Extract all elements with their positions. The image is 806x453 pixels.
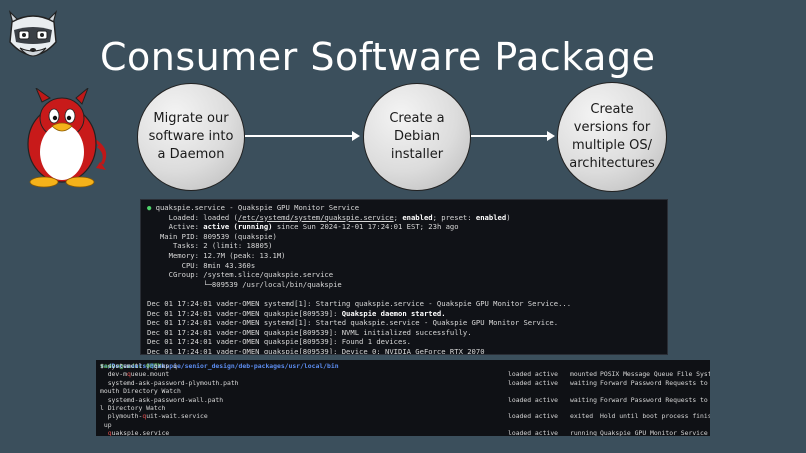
unit-sub: running — [570, 429, 597, 436]
log-line: Dec 01 17:24:01 vader-OMEN systemd[1]: S… — [147, 318, 559, 328]
unit-load: loaded active — [508, 412, 559, 421]
mainpid-line: Main PID: 809539 (quakspie) — [159, 231, 277, 241]
unit-unit: dev-mqueue.mount — [100, 370, 170, 379]
unit-unit: up — [100, 420, 112, 429]
unit-sub: waiting — [570, 395, 597, 404]
unit-load: loaded active — [508, 395, 559, 404]
cgroup-line: CGroup: /system.slice/quakspie.service — [168, 270, 334, 280]
unit-desc: Quakspie GPU Monitor Service — [600, 429, 708, 436]
unit-unit: systemd-ask-password-wall.path — [100, 395, 224, 404]
unit-unit: l Directory Watch — [100, 403, 166, 412]
service-header-line: ● quakspie.service - Quakspie GPU Monito… — [147, 203, 360, 212]
tasks-line: Tasks: 2 (limit: 18805) — [172, 241, 273, 251]
grep-terminal: vader@vader-OMEN:~/Documents/Quakspie/se… — [96, 360, 710, 436]
prompt-line: vader@vader-OMEN:~/Documents/Quakspie/se… — [100, 362, 339, 370]
step-multi-os-versions: Create versions for multiple OS/ archite… — [557, 82, 667, 192]
active-line: Active: active (running) since Sun 2024-… — [168, 222, 459, 232]
unit-unit: systemd-ask-password-plymouth.path — [100, 378, 239, 387]
log-line: Dec 01 17:24:01 vader-OMEN quakspie[8095… — [147, 308, 446, 318]
unit-row: mouth Directory Watch — [100, 387, 706, 395]
log-line: Dec 01 17:24:01 vader-OMEN quakspie[8095… — [147, 346, 485, 355]
unit-unit: mouth Directory Watch — [100, 387, 181, 396]
arrow-right-icon — [245, 131, 360, 141]
unit-unit: quakspie.service — [107, 429, 170, 436]
unit-desc: Forward Password Requests to Ply — [600, 378, 708, 387]
devil-penguin-icon — [27, 88, 107, 188]
log-line: Dec 01 17:24:01 vader-OMEN systemd[1]: S… — [147, 298, 572, 308]
log-line: Dec 01 17:24:01 vader-OMEN quakspie[8095… — [147, 337, 411, 347]
memory-line: Memory: 12.7M (peak: 13.1M) — [168, 250, 286, 260]
step-debian-installer: Create a Debian installer — [363, 83, 471, 191]
unit-sub: exited — [570, 412, 594, 421]
unit-load: loaded active — [508, 429, 559, 436]
unit-sub: mounted — [570, 370, 597, 379]
unit-row: l Directory Watch — [100, 404, 706, 412]
cpu-line: CPU: 8min 43.360s — [181, 260, 256, 270]
unit-load: loaded active — [508, 370, 559, 379]
service-status-terminal: ● quakspie.service - Quakspie GPU Monito… — [140, 199, 668, 355]
loaded-line: Loaded: loaded (/etc/systemd/system/quak… — [168, 212, 511, 222]
unit-load: loaded active — [508, 378, 559, 387]
unit-desc: POSIX Message Queue File System — [600, 370, 710, 379]
unit-unit: plymouth-quit-wait.service — [100, 412, 208, 421]
unit-row: plymouth-quit-wait.service loaded active e… — [100, 412, 710, 421]
unit-desc: Hold until boot process finishes — [600, 412, 710, 421]
raccoon-logo-icon — [8, 10, 58, 57]
unit-row: systemd-ask-password-plymouth.path loaded… — [100, 378, 708, 387]
log-line: Dec 01 17:24:01 vader-OMEN quakspie[8095… — [147, 327, 472, 337]
unit-row: systemd-ask-password-wall.path loaded act… — [100, 395, 708, 404]
cgroup-child-line: └─809539 /usr/local/bin/quakspie — [203, 279, 342, 289]
unit-row: up — [100, 421, 706, 429]
arrow-right-icon — [471, 131, 555, 141]
page-title: Consumer Software Package — [100, 35, 656, 80]
unit-desc: Forward Password Requests to Wal — [600, 395, 708, 404]
unit-sub: waiting — [570, 378, 597, 387]
status-dot-icon: ● — [147, 203, 156, 212]
step-migrate-daemon: Migrate our software into a Daemon — [137, 83, 245, 191]
